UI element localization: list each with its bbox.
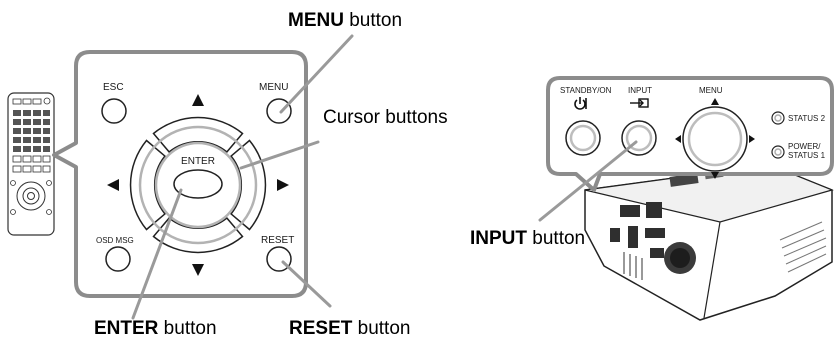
arrow-right-icon (277, 179, 289, 191)
esc-button[interactable] (101, 98, 127, 124)
enter-label: ENTER (181, 156, 215, 167)
cursor-down-button[interactable] (152, 217, 244, 254)
projector-menu-label: MENU (699, 86, 723, 95)
osd-msg-label: OSD MSG (96, 236, 134, 245)
enter-button[interactable] (173, 169, 223, 199)
input-leader-line (538, 140, 638, 222)
projector-input-label: INPUT (628, 86, 652, 95)
projector-menu-dial[interactable] (682, 106, 748, 172)
projector-arrow-left-icon (675, 135, 681, 143)
cursor-highlight-ring-inner (154, 141, 242, 229)
input-button-callout: INPUT button (470, 228, 585, 249)
input-icon (630, 98, 649, 108)
power-status-label-line1: POWER/ (788, 142, 821, 151)
menu-button[interactable] (266, 98, 292, 124)
cursor-buttons-callout: Cursor buttons (323, 107, 448, 128)
enter-button-callout: ENTER button (94, 318, 217, 339)
status2-indicator (771, 111, 785, 125)
projector-menu-dial-ring (687, 111, 743, 167)
cursor-up-button[interactable] (152, 116, 244, 153)
power-status-label-line2: STATUS 1 (788, 151, 826, 160)
arrow-up-icon (192, 94, 204, 106)
cursor-pad (129, 116, 267, 254)
projector-arrow-down-icon (711, 172, 719, 179)
status2-label: STATUS 2 (788, 114, 826, 123)
projector-arrow-right-icon (749, 135, 755, 143)
cursor-highlight-ring-outer (138, 125, 258, 245)
leader-lines-left (131, 34, 354, 320)
arrow-left-icon (107, 179, 119, 191)
standby-label: STANDBY/ON (560, 86, 612, 95)
osd-msg-button[interactable] (105, 246, 131, 272)
power-icon (574, 97, 587, 110)
menu-button-callout: MENU button (288, 10, 402, 31)
reset-button-callout: RESET button (289, 318, 410, 339)
cursor-left-button[interactable] (129, 139, 166, 231)
esc-label: ESC (103, 82, 124, 93)
menu-label: MENU (259, 82, 288, 93)
remote-control (7, 92, 55, 236)
arrow-down-icon (192, 264, 204, 276)
reset-label: RESET (261, 235, 294, 246)
power-status-indicator (771, 145, 785, 159)
projector-input-button-ring (625, 124, 653, 152)
standby-button-ring (569, 124, 597, 152)
projector-arrow-up-icon (711, 98, 719, 105)
projector-body (584, 164, 834, 321)
